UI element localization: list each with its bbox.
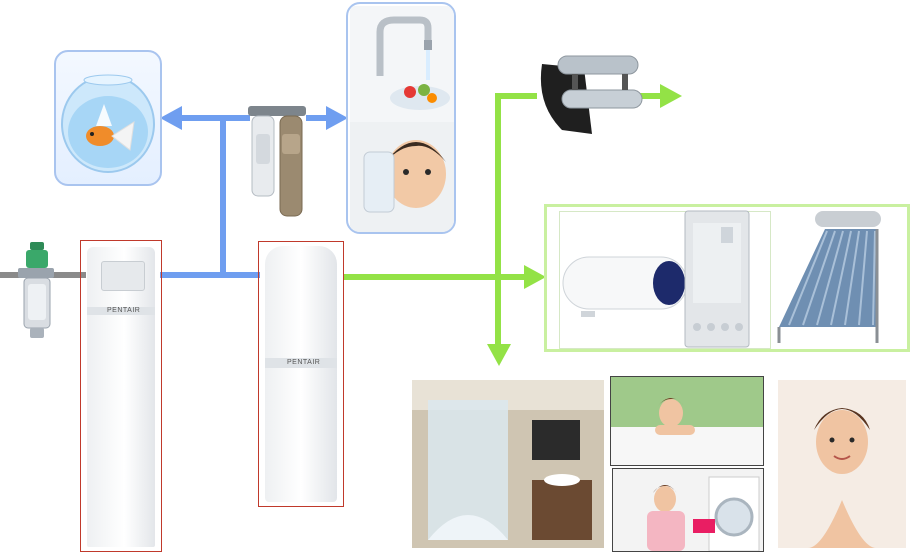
water-softener-frame: PENTAIR [80,240,162,552]
green-arrow-down-icon [487,344,511,366]
green-pipe-vertical [495,93,501,349]
blue-pipe-top [176,115,250,121]
softener-brand-label: PENTAIR [107,307,141,314]
green-pipe-top [495,93,537,99]
water-heater-icon [562,256,688,317]
kitchen-tap-drinking-icon [350,6,454,122]
conditioner-brand-label: PENTAIR [287,359,321,366]
blue-arrow-left-icon [160,106,182,130]
gas-boiler-icon [684,210,750,348]
water-softener-body: PENTAIR [87,247,155,547]
softener-stripe [87,307,155,315]
bathtub-icon [611,377,763,465]
washing-machine-icon [613,469,763,551]
green-pipe-main [344,274,530,280]
green-arrow-heater-icon [524,265,546,289]
solar-water-heater-icon [777,211,881,343]
green-pipe-ro-out [640,93,666,99]
laundry-photo-frame [612,468,764,552]
under-sink-filter-icon [248,106,306,217]
reverse-osmosis-icon [540,55,643,134]
blue-pipe-to-tap [306,115,340,121]
blue-arrow-right-icon [326,106,348,130]
blue-pipe-vertical [220,115,226,275]
child-drinking-icon [350,122,454,232]
bathroom-icon [412,380,604,548]
water-conditioner-frame: PENTAIR [258,241,344,507]
green-arrow-right-icon [660,84,682,108]
conditioner-stripe [265,358,337,368]
aquarium-card [54,50,162,186]
heaters-inner-frame [559,211,771,349]
heaters-card [544,204,910,352]
bath-photo-frame [610,376,764,466]
drinking-water-card [346,2,456,234]
blue-pipe-main [160,272,260,278]
sediment-prefilter-icon [18,242,54,338]
softener-control-panel [101,261,145,291]
goldfish-bowl-icon [61,74,155,173]
shower-icon [778,380,906,548]
water-conditioner-body: PENTAIR [265,246,337,502]
